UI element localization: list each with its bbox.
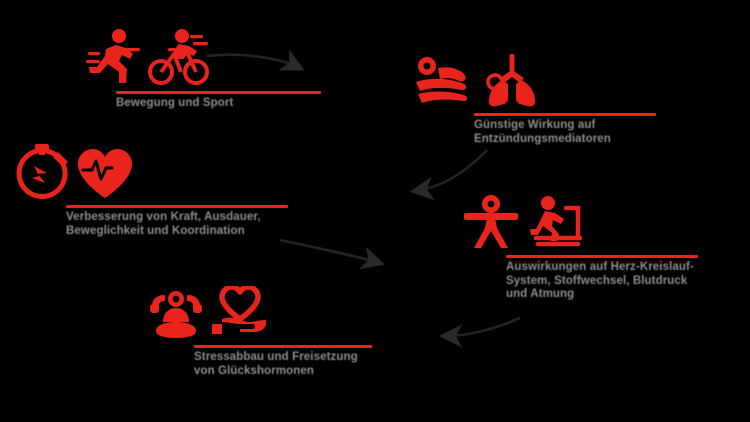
accent-rule-sport: [116, 91, 321, 94]
accent-rule-entzuendung: [474, 113, 656, 116]
icon-group-stress: [148, 282, 372, 340]
node-stressabbau: Stressabbau und Freisetzung von Glücksho…: [148, 282, 372, 378]
icon-group-sport: [86, 28, 321, 86]
treadmill-icon: [530, 196, 583, 247]
caption-kraft: Verbesserung von Kraft, Ausdauer, Bewegl…: [66, 211, 288, 238]
caption-line: Beweglichkeit und Koordination: [66, 224, 245, 237]
caption-line: Stressabbau und Freisetzung: [194, 351, 358, 363]
lungs-icon: [486, 54, 535, 107]
curved-arrow-left-icon: [409, 149, 488, 201]
caption-stress: Stressabbau und Freisetzung von Glücksho…: [194, 351, 372, 378]
node-entzuendungsmediatoren: Günstige Wirkung auf Entzündungsmediator…: [414, 50, 656, 146]
massage-therapy-icon: [416, 57, 468, 103]
caption-line: Auswirkungen auf Herz-Kreislauf-: [506, 261, 694, 273]
node-bewegung-und-sport: Bewegung und Sport: [86, 28, 321, 111]
caption-entzuendung: Günstige Wirkung auf Entzündungsmediator…: [474, 119, 656, 146]
accent-rule-kraft: [66, 205, 288, 208]
caption-line: von Glückshormonen: [194, 364, 315, 377]
icon-group-kraft: [14, 142, 288, 200]
accent-rule-stress: [194, 345, 372, 348]
caption-sport: Bewegung und Sport: [116, 97, 321, 111]
running-person-icon: [86, 29, 140, 83]
hand-holding-heart-icon: [212, 286, 266, 334]
node-herz-kreislauf: Auswirkungen auf Herz-Kreislauf- System,…: [462, 192, 698, 302]
caption-line: System, Stoffwechsel, Blutdruck: [506, 274, 688, 287]
icon-group-entzuendung: [414, 50, 656, 108]
caption-line: Verbesserung von Kraft, Ausdauer,: [66, 211, 261, 223]
caption-line: Günstige Wirkung auf: [474, 119, 596, 131]
stopwatch-icon: [16, 144, 68, 199]
caption-line: und Atmung: [506, 288, 575, 300]
cyclist-icon: [148, 29, 209, 85]
stretching-person-icon: [464, 195, 518, 248]
caption-line: Bewegung und Sport: [116, 97, 234, 109]
node-kraft-ausdauer: Verbesserung von Kraft, Ausdauer, Bewegl…: [14, 142, 288, 238]
curved-arrow-left-down-icon: [438, 316, 521, 348]
icon-group-herz: [462, 192, 698, 250]
meditating-person-icon: [150, 291, 202, 338]
caption-herz: Auswirkungen auf Herz-Kreislauf- System,…: [506, 261, 698, 302]
accent-rule-herz: [506, 255, 698, 258]
caption-line: Entzündungsmediatoren: [474, 132, 611, 145]
curved-arrow-down-icon: [279, 238, 385, 270]
heart-pulse-icon: [78, 149, 132, 198]
